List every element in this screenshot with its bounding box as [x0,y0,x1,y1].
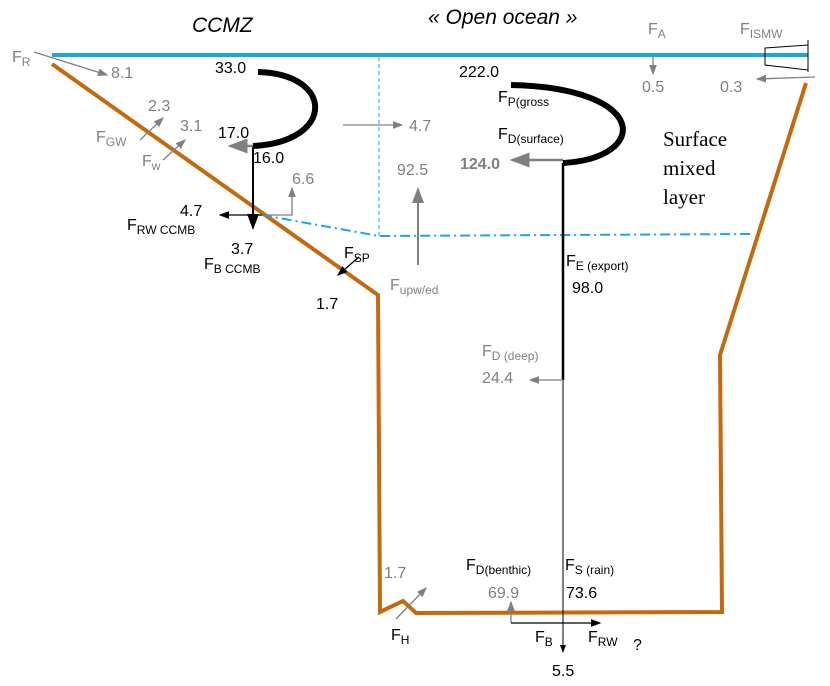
fsp-arrow [337,256,360,276]
upw-label: Fupw/ed [390,277,438,297]
frw-ccmb-label: FRW CCMB [127,217,195,237]
fh-label: FH [391,627,409,647]
ccmz-title: CCMZ [192,14,254,37]
fsp-value: 1.7 [316,296,338,313]
fh-arrow [395,587,427,620]
upw-value: 92.5 [397,162,428,179]
fd-deep-label: FD (deep) [482,343,538,363]
fw-arrow [162,139,186,161]
fr-label: FR [12,49,31,69]
ocean-production-loop [510,82,626,166]
fgw-label: FGW [96,129,127,149]
fw-value: 3.1 [180,118,202,135]
open-ocean-title: « Open ocean » [428,6,577,29]
fd-deep-value: 24.4 [482,370,513,387]
fe-label: FE (export) [566,253,628,273]
fismw-label: FISMW [740,21,783,41]
layer-label-2: mixed [663,156,716,180]
fismw-arrow [755,74,816,83]
ismw-iceshelf-icon [764,40,809,72]
fa-label: FA [648,21,666,41]
layer-label-1: Surface [663,127,727,151]
fsp-label: FSP [344,245,370,265]
fs-value: 73.6 [566,585,597,602]
lateral-value: 4.7 [409,118,431,135]
ccmz-upw-arrow [262,186,296,216]
fb-value: 5.5 [552,663,574,680]
fd-surface-value: 124.0 [460,156,500,173]
fgw-value: 2.3 [148,98,170,115]
ccmz-export-value: 16.0 [253,150,284,167]
fa-value: 0.5 [642,79,664,96]
frw-ccmb-value: 4.7 [180,203,202,220]
fw-label: Fw [142,153,161,173]
fb-label: FB [535,629,553,649]
ccmz-upw-value: 6.6 [292,171,314,188]
fh-value: 1.7 [384,565,406,582]
fe-value: 98.0 [572,280,603,297]
fd-benthic-value: 69.9 [488,585,519,602]
fd-surface-label: FD(surface) [498,126,564,146]
frw-value: ? [633,637,642,654]
ccmz-gross-value: 33.0 [215,60,246,77]
fb-ccmb-label: FB CCMB [204,256,260,276]
mixed-layer-depth [261,214,751,238]
frw-label: FRW [588,629,618,649]
fr-value: 8.1 [111,65,133,82]
fgw-arrow [139,117,164,141]
layer-label-3: layer [663,185,705,209]
fismw-value: 0.3 [720,79,742,96]
fp-label: FP(gross [498,89,549,109]
seafloor-profile [50,62,808,616]
fp-value: 222.0 [459,64,499,81]
ccmz-production-loop [252,69,319,149]
fb-ccmb-value: 3.7 [231,241,253,258]
ccmz-surface-value: 17.0 [218,125,249,142]
fr-arrow [33,51,109,76]
fd-benthic-label: FD(benthic) [466,557,531,577]
fs-label: FS (rain) [565,557,614,577]
